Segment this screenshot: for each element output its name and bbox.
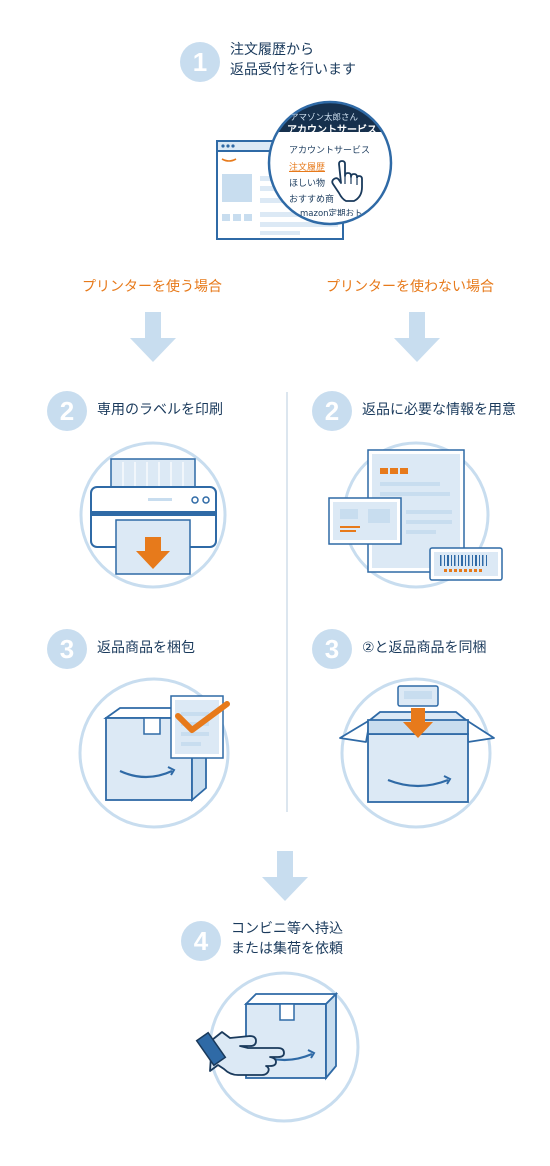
packed-box-with-checklist-illustration <box>78 677 230 829</box>
right-step2-title: 返品に必要な情報を用意 <box>362 402 516 418</box>
left-step2-number-badge: 2 <box>47 391 87 431</box>
right-step3-number-badge: 3 <box>312 629 352 669</box>
printer-illustration <box>79 441 227 589</box>
step1-title-line1: 注文履歴から <box>230 42 314 58</box>
menu-item-wishlist[interactable]: ほしい物 <box>289 179 326 189</box>
branch-label-with-printer: プリンターを使う場合 <box>82 279 222 295</box>
menu-item-recommendations[interactable]: おすすめ商 <box>289 195 335 205</box>
handing-over-box-illustration <box>195 971 360 1123</box>
menu-heading: アカウントサービス <box>287 125 377 136</box>
menu-user-name: アマゾン太郎さん <box>290 113 359 123</box>
return-documents-illustration <box>328 441 503 589</box>
step4-number-badge: 4 <box>181 921 221 961</box>
step4-title-line1: コンビニ等へ持込 <box>231 921 343 937</box>
step1-number-badge: 1 <box>180 42 220 82</box>
down-arrow-icon <box>262 851 308 901</box>
menu-item-subscribe[interactable]: mazon定期おト <box>300 209 363 219</box>
right-step2-number-badge: 2 <box>312 391 352 431</box>
branch-label-without-printer: プリンターを使わない場合 <box>326 279 494 295</box>
left-step2-title: 専用のラベルを印刷 <box>97 402 223 418</box>
down-arrow-icon <box>130 312 176 362</box>
step4-title-line2: または集荷を依頼 <box>231 941 343 957</box>
right-step3-title: ②と返品商品を同梱 <box>362 640 487 656</box>
menu-item-order-history[interactable]: 注文履歴 <box>289 163 326 173</box>
column-divider <box>286 392 288 812</box>
step1-title-line2: 返品受付を行います <box>230 62 356 78</box>
left-step3-number-badge: 3 <box>47 629 87 669</box>
down-arrow-icon <box>394 312 440 362</box>
menu-item-account-service[interactable]: アカウントサービス <box>289 146 371 156</box>
left-step3-title: 返品商品を梱包 <box>97 640 195 656</box>
box-with-documents-illustration <box>339 677 495 829</box>
hand-cursor-icon <box>331 160 363 202</box>
